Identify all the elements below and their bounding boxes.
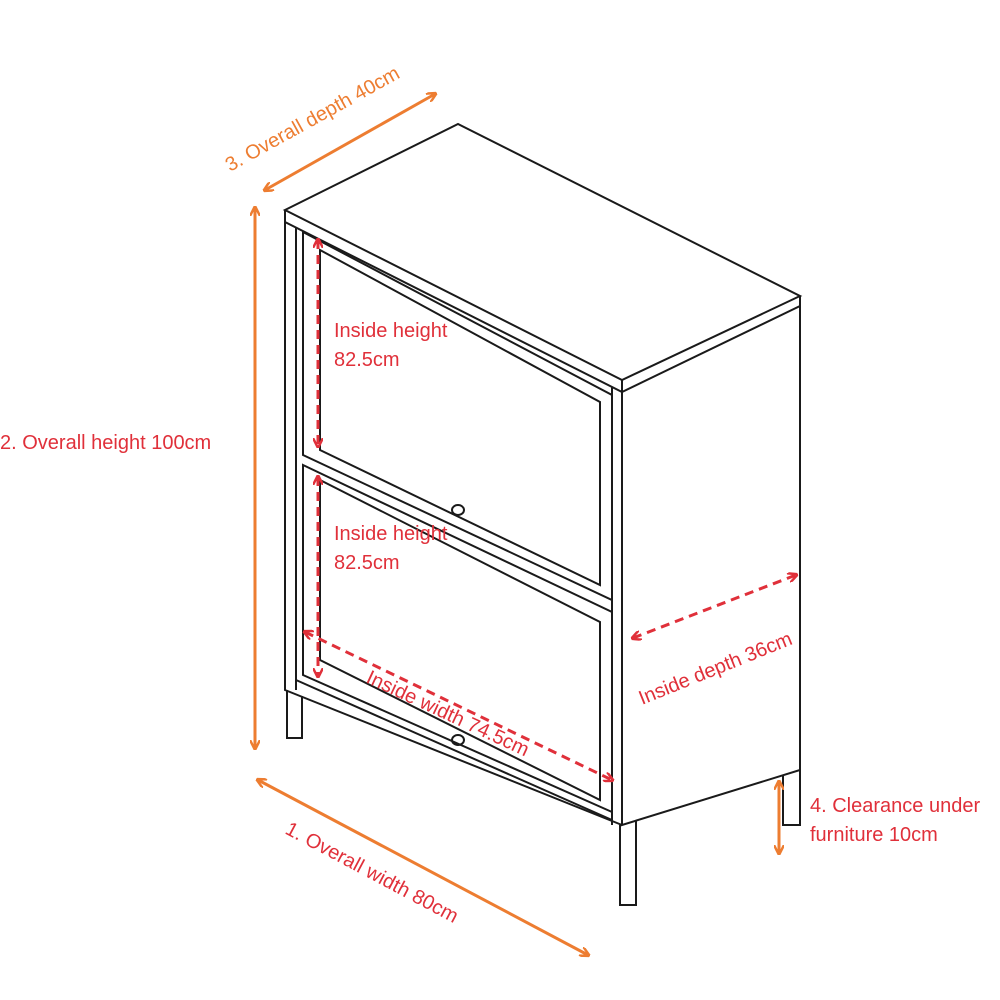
inside-height-bottom-label-2: 82.5cm bbox=[334, 552, 400, 574]
inside-depth-label: Inside depth 36cm bbox=[636, 628, 796, 710]
labels: 3. Overall depth 40cm 2. Overall height … bbox=[0, 62, 980, 927]
front-left-leg bbox=[286, 690, 303, 739]
clearance-label-line2: furniture 10cm bbox=[810, 824, 938, 846]
front-right-leg bbox=[619, 820, 637, 906]
overall-depth-label: 3. Overall depth 40cm bbox=[222, 62, 404, 176]
overall-height-label: 2. Overall height 100cm bbox=[0, 432, 211, 454]
top-door-handle bbox=[451, 504, 465, 516]
clearance-label-line1: 4. Clearance under bbox=[810, 795, 980, 817]
inside-height-top-label-2: 82.5cm bbox=[334, 349, 400, 371]
width-arrow bbox=[258, 780, 588, 955]
cabinet-drawing bbox=[282, 122, 803, 906]
depth-arrow bbox=[265, 94, 435, 190]
inside-width-arrow bbox=[305, 632, 612, 780]
inside-dimension-arrows bbox=[305, 240, 796, 780]
right-side-face bbox=[621, 306, 801, 827]
bottom-rail bbox=[295, 679, 613, 821]
back-right-leg bbox=[782, 770, 801, 826]
overall-dimension-arrows bbox=[255, 94, 779, 955]
inside-height-bottom-label-1: Inside height bbox=[334, 523, 448, 545]
inside-depth-arrow bbox=[633, 575, 796, 638]
inside-height-top-label-1: Inside height bbox=[334, 320, 448, 342]
